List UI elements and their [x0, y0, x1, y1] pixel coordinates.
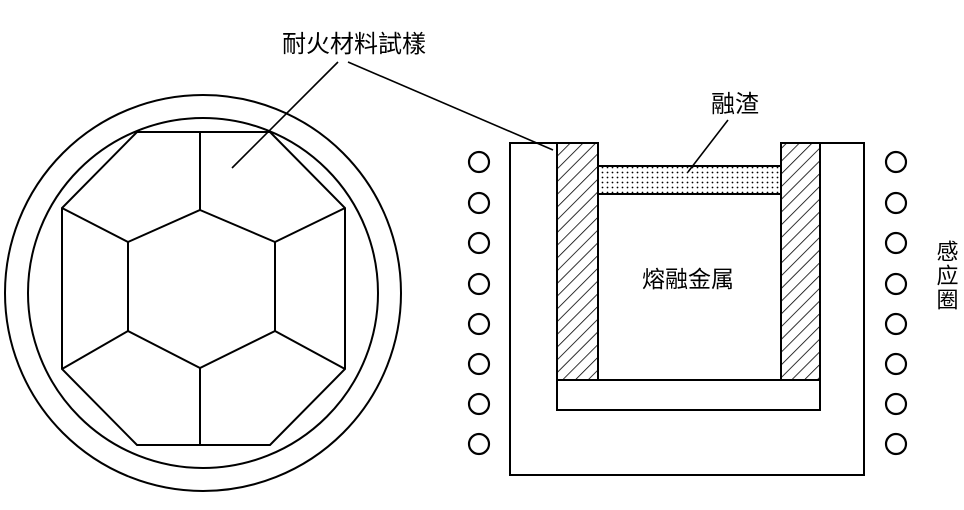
- hexagon-spokes: [61, 132, 346, 445]
- label-slag: 融渣: [711, 90, 759, 118]
- top-view: [4, 94, 402, 492]
- coil-right: [884, 150, 908, 456]
- coil-left: [467, 150, 491, 456]
- molten-metal-region: [597, 193, 782, 381]
- outer-hexagon: [61, 131, 346, 446]
- inner-hexagon: [127, 208, 276, 370]
- outer-circle: [4, 94, 402, 492]
- sample-leader-lines: [231, 61, 554, 169]
- crucible-bottom: [556, 379, 821, 411]
- sample-wall-right: [780, 142, 821, 381]
- label-molten-metal: 熔融金属: [642, 267, 734, 293]
- label-induction-coil: 感应圈: [933, 240, 959, 312]
- slag-leader-line: [687, 119, 729, 173]
- inner-circle: [27, 117, 379, 469]
- side-view: [509, 119, 865, 476]
- label-refractory-sample: 耐火材料試樣: [282, 30, 426, 58]
- sample-wall-left: [556, 142, 599, 381]
